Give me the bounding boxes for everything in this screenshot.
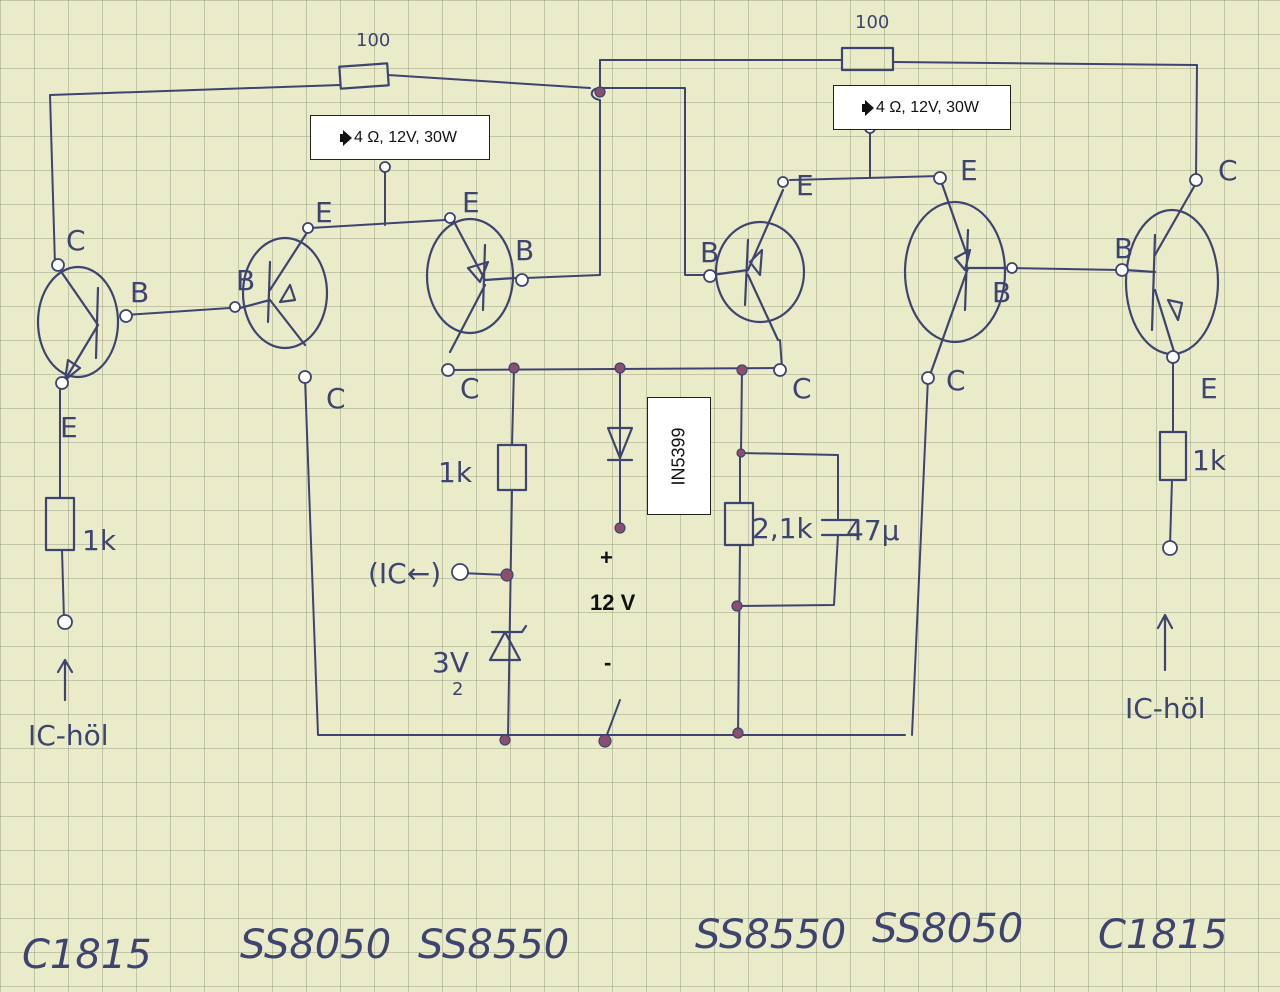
transistor-ss8050-left bbox=[238, 226, 329, 350]
part-label-3: SS8550 bbox=[418, 922, 569, 968]
transistor-c1815-right bbox=[1123, 183, 1220, 357]
speaker-icon bbox=[340, 129, 352, 146]
label-ic-tap: (IC←) bbox=[368, 557, 441, 590]
pin-c-c1815-right: C bbox=[1218, 154, 1238, 187]
wires bbox=[49, 59, 1198, 741]
pin-b-ss8550-right: B bbox=[700, 236, 719, 269]
label-resistor-bias: 2,1k bbox=[752, 512, 814, 545]
pin-e-ss8550-right: E bbox=[796, 169, 814, 202]
pin-c-ss8050-right: C bbox=[946, 364, 966, 397]
resistor-left-base bbox=[44, 496, 76, 552]
input-arrow-right bbox=[1156, 613, 1174, 672]
supply-minus: - bbox=[604, 650, 612, 675]
transistor-ss8050-right bbox=[903, 176, 1012, 377]
label-resistor-top-left: 100 bbox=[356, 30, 390, 51]
resistor-bias bbox=[723, 501, 755, 547]
pin-b-ss8050-left: B bbox=[236, 264, 255, 297]
transistor-c1815-left bbox=[36, 265, 120, 382]
label-input-left: IC-höl bbox=[28, 719, 109, 752]
resistor-right-base bbox=[1158, 430, 1188, 482]
pin-c-ss8050-left: C bbox=[326, 382, 346, 415]
pin-c-c1815-left: C bbox=[66, 224, 86, 257]
resistor-top-left bbox=[338, 62, 390, 90]
pin-b-c1815-left: B bbox=[130, 276, 149, 309]
hand-labels: 100 100 1k 1k 1k 2,1k 47µ 3V 2 (IC←) IC-… bbox=[22, 12, 1238, 978]
pin-e-c1815-right: E bbox=[1200, 372, 1218, 405]
components bbox=[44, 46, 1188, 662]
resistor-top-right bbox=[840, 46, 895, 72]
label-resistor-left-base: 1k bbox=[82, 524, 117, 557]
junction-dots bbox=[499, 86, 748, 748]
diode-label: IN5399 bbox=[668, 426, 689, 486]
label-capacitor: 47µ bbox=[846, 514, 900, 547]
transistor-ss8550-left bbox=[425, 216, 517, 354]
diode-in5399 bbox=[606, 426, 634, 462]
transistor-ss8550-right bbox=[710, 188, 806, 342]
part-label-2: SS8050 bbox=[240, 922, 391, 968]
part-label-6: C1815 bbox=[1098, 912, 1228, 958]
resistor-zener-feed bbox=[496, 443, 528, 492]
supply-voltage: 12 V bbox=[590, 590, 636, 615]
pin-b-ss8550-left: B bbox=[515, 234, 534, 267]
speaker-right-text: 4 Ω, 12V, 30W bbox=[876, 98, 979, 116]
speaker-icon bbox=[862, 99, 874, 116]
pin-b-ss8050-right: B bbox=[992, 276, 1011, 309]
pin-b-c1815-right: B bbox=[1114, 232, 1133, 265]
label-resistor-right-base: 1k bbox=[1192, 444, 1227, 477]
part-label-5: SS8050 bbox=[872, 906, 1023, 952]
supply-plus: + bbox=[600, 545, 613, 570]
capacitor bbox=[820, 518, 860, 537]
pin-c-ss8550-left: C bbox=[460, 372, 480, 405]
speaker-label-left: 4 Ω, 12V, 30W bbox=[310, 115, 490, 160]
transistors bbox=[36, 176, 1220, 382]
diode-label-box: IN5399 bbox=[647, 397, 711, 515]
pin-e-ss8550-left: E bbox=[462, 186, 480, 219]
pin-e-c1815-left: E bbox=[60, 411, 78, 444]
label-zener-sub: 2 bbox=[452, 679, 463, 700]
pin-e-ss8050-left: E bbox=[315, 196, 333, 229]
label-zener-value: 3V bbox=[432, 646, 469, 679]
label-resistor-top-right: 100 bbox=[855, 12, 889, 33]
pin-e-ss8050-right: E bbox=[960, 154, 978, 187]
label-resistor-zener-feed: 1k bbox=[438, 456, 473, 489]
input-arrow-left bbox=[56, 658, 74, 702]
speaker-label-right: 4 Ω, 12V, 30W bbox=[833, 85, 1011, 130]
pin-c-ss8550-right: C bbox=[792, 372, 812, 405]
zener-diode bbox=[488, 624, 528, 662]
speaker-left-text: 4 Ω, 12V, 30W bbox=[354, 128, 457, 146]
part-label-4: SS8550 bbox=[695, 912, 846, 958]
part-label-1: C1815 bbox=[22, 932, 152, 978]
terminals bbox=[51, 122, 1203, 630]
label-input-right: IC-höl bbox=[1125, 692, 1206, 725]
